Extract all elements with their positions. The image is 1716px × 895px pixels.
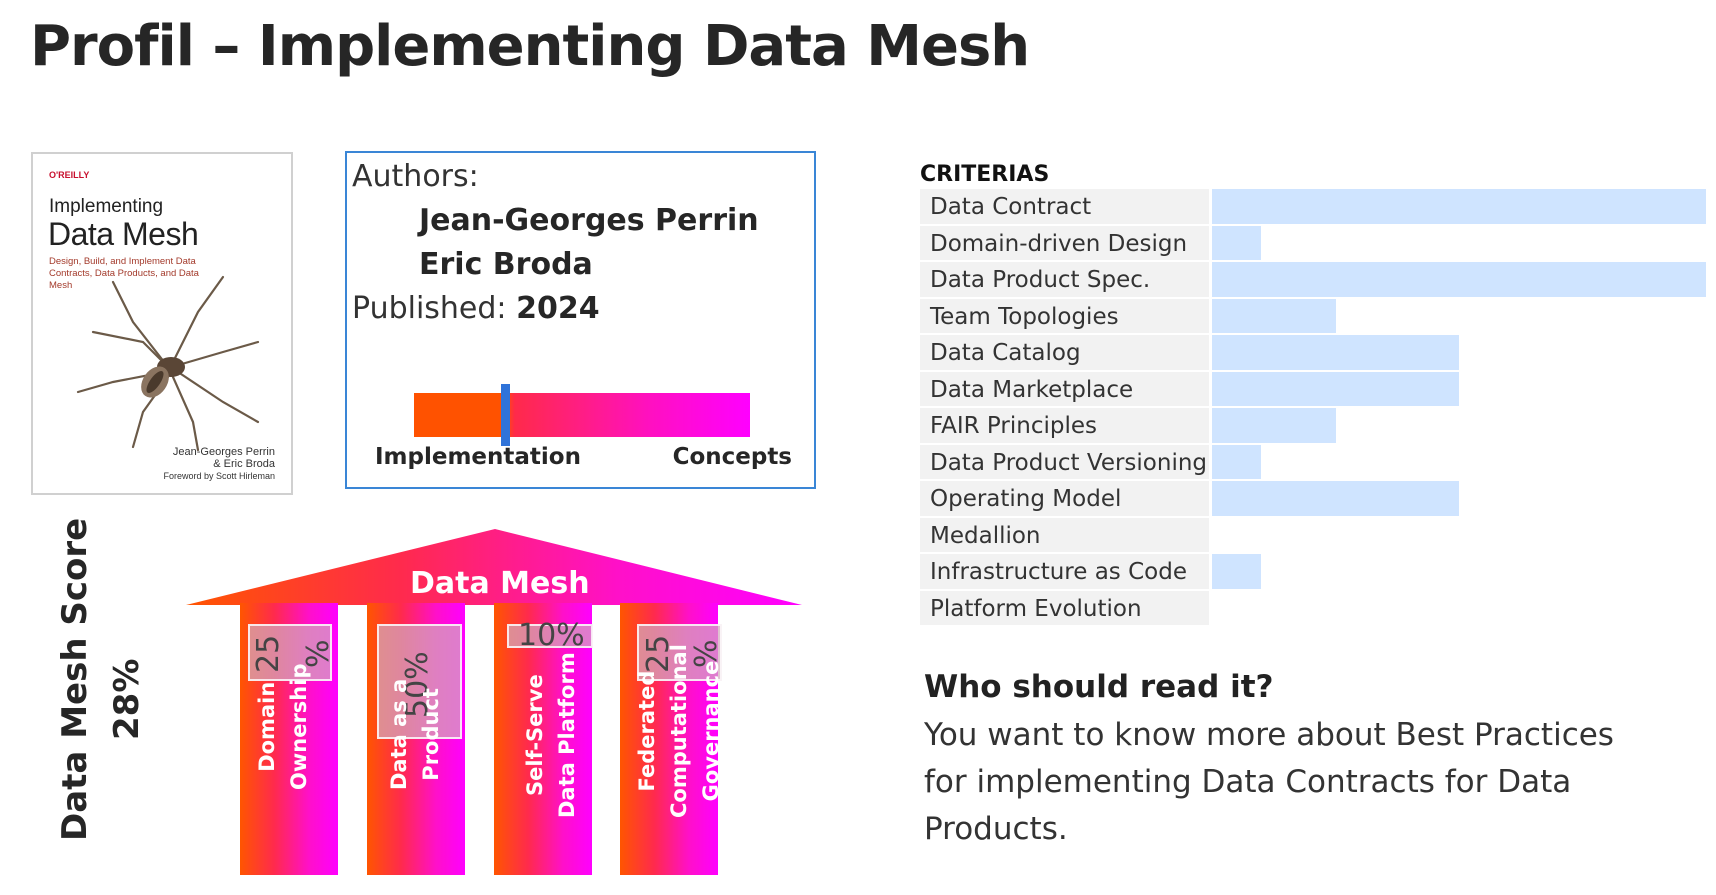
criteria-label: Infrastructure as Code [920, 554, 1209, 589]
cover-subtitle: Design, Build, and Implement Data Contra… [49, 256, 199, 291]
criteria-bar [1212, 225, 1261, 260]
criteria-label: Data Catalog [920, 335, 1209, 370]
pillar-label-line: Governance [699, 660, 723, 802]
criteria-row: FAIR Principles [920, 408, 1706, 443]
pillar-label-federated-governance: Federated Computational Governance [631, 644, 727, 818]
criteria-label: Medallion [920, 517, 1209, 552]
scale-marker [500, 384, 510, 446]
pillar-label-line: Ownership [287, 663, 311, 790]
implementation-concepts-scale [414, 393, 750, 437]
pillar-label-line: Domain [255, 681, 279, 772]
criteria-bar [1212, 335, 1459, 370]
pillar-percent-box [377, 624, 462, 739]
criteria-row: Data Product Versioning [920, 444, 1706, 479]
criteria-bar [1212, 554, 1261, 589]
pillar-label-line: Product [419, 688, 443, 781]
score-value: 28% [107, 658, 147, 740]
criteria-label: Data Product Versioning [920, 444, 1209, 479]
pillar-label-line: Federated [635, 670, 659, 792]
pillar-percent-box [637, 624, 722, 681]
criteria-row: Data Product Spec. [920, 262, 1706, 297]
criteria-row: Domain-driven Design [920, 225, 1706, 260]
pillar-label-domain-ownership: Domain Ownership [251, 664, 315, 790]
pillar-label-line: Computational [667, 644, 691, 818]
cover-title-line1: Implementing [49, 196, 164, 217]
author-name: Eric Broda [419, 247, 593, 282]
cover-title-line2: Data Mesh [48, 216, 199, 252]
spider-illustration-icon [76, 275, 260, 452]
criteria-bar [1212, 408, 1336, 443]
criteria-label: Operating Model [920, 481, 1209, 516]
criteria-label: Data Product Spec. [920, 262, 1209, 297]
criteria-row: Data Contract [920, 189, 1706, 224]
pillar-label-line: Data as a [387, 678, 411, 790]
criteria-row: Operating Model [920, 481, 1706, 516]
published-year: 2024 [516, 291, 600, 326]
cover-author-2: & Eric Broda [213, 458, 275, 470]
criteria-bar [1212, 371, 1459, 406]
criteria-label: FAIR Principles [920, 408, 1209, 443]
score-label: Data Mesh Score [55, 517, 95, 841]
criteria-label: Platform Evolution [920, 590, 1209, 625]
criteria-bar [1212, 262, 1706, 297]
criteria-row: Medallion [920, 517, 1706, 552]
criteria-bar [1212, 298, 1336, 333]
book-cover: O'REILLY Implementing Data Mesh Design, … [31, 152, 293, 495]
book-info-box: Authors: Jean-Georges Perrin Eric Broda … [345, 151, 816, 489]
criteria-row: Data Marketplace [920, 371, 1706, 406]
cover-publisher: O'REILLY [49, 170, 90, 180]
pillar-percent-box [507, 624, 593, 648]
criteria-bar [1212, 189, 1706, 224]
scale-left-label: Implementation [375, 444, 581, 470]
pillar-label-line: Self-Serve [523, 674, 547, 796]
pillar-label-line: Data Platform [555, 652, 579, 818]
criteria-bar [1212, 444, 1261, 479]
who-heading: Who should read it? [924, 669, 1274, 705]
scale-right-label: Concepts [672, 444, 792, 470]
cover-authors: Jean-Georges Perrin & Eric Broda Forewor… [163, 446, 275, 482]
who-text: You want to know more about Best Practic… [924, 717, 1614, 847]
criterias-title: CRITERIAS [920, 162, 1050, 187]
criteria-row: Team Topologies [920, 298, 1706, 333]
pillar-percent-value: 10% [518, 618, 585, 653]
criteria-label: Domain-driven Design [920, 225, 1209, 260]
criteria-label: Data Contract [920, 189, 1209, 224]
criteria-row: Data Catalog [920, 335, 1706, 370]
published-label: Published: [352, 291, 507, 326]
author-name: Jean-Georges Perrin [419, 203, 759, 238]
pillar-label-self-serve-platform: Self-Serve Data Platform [519, 652, 583, 818]
criteria-label: Data Marketplace [920, 371, 1209, 406]
data-mesh-title: Data Mesh [410, 566, 590, 601]
page-title: Profil – Implementing Data Mesh [30, 14, 1030, 79]
cover-foreword: Foreword by Scott Hirleman [163, 471, 275, 481]
criteria-row: Platform Evolution [920, 590, 1706, 625]
criteria-label: Team Topologies [920, 298, 1209, 333]
published-line: Published: 2024 [352, 291, 600, 326]
pillar-label-data-as-a-product: Data as a Product [383, 679, 447, 790]
criteria-row: Infrastructure as Code [920, 554, 1706, 589]
cover-author-1: Jean-Georges Perrin [172, 446, 275, 458]
pillar-percent-box [248, 624, 332, 681]
criteria-bar [1212, 481, 1459, 516]
authors-label: Authors: [352, 159, 479, 194]
